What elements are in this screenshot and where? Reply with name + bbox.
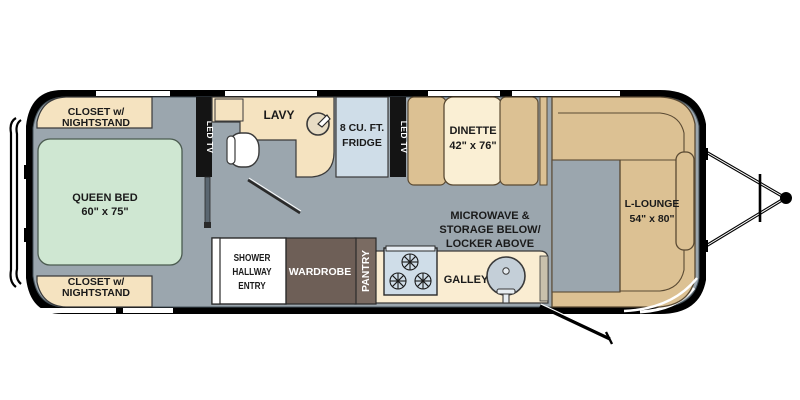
led-tv-front-label: LED TV [399, 121, 409, 154]
l-lounge-label-line1: L-LOUNGE [625, 198, 680, 210]
window-bed-bottom-2 [123, 308, 173, 313]
microwave-label-line2: STORAGE BELOW/ [439, 224, 540, 236]
queen-bed[interactable] [37, 138, 183, 266]
lavy-cabinet[interactable] [214, 98, 244, 122]
galley-group[interactable]: GALLEY [371, 245, 549, 304]
cooktop-burners [389, 253, 432, 290]
hitch-coupler-icon [780, 192, 792, 204]
galley-sink-drain-icon [502, 267, 510, 275]
rear-bumper-inner [15, 119, 22, 285]
microwave-label-line1: MICROWAVE & [450, 210, 529, 222]
window-lavy-top [225, 91, 317, 96]
entry-door-swing-group [539, 303, 614, 345]
l-lounge-group[interactable]: L-LOUNGE 54" x 80" [551, 96, 696, 308]
rear-hinge-top [24, 165, 29, 179]
shower-label-line3: ENTRY [238, 280, 265, 291]
entry-door-swing-icon [539, 304, 611, 341]
bath-door-swing-highlight [248, 177, 302, 212]
microwave-label-group: MICROWAVE & STORAGE BELOW/ LOCKER ABOVE [439, 210, 540, 250]
window-dinette-top [428, 91, 500, 96]
roadside-windows [96, 91, 620, 96]
galley-label: GALLEY [444, 274, 489, 286]
closet-nightstand-bottom[interactable] [36, 275, 153, 308]
bathroom-zone: LAVY [211, 96, 335, 215]
wardrobe-label: WARDROBE [289, 266, 351, 278]
lavy-sink-faucet-icon [317, 114, 331, 128]
window-rear-top [96, 91, 170, 96]
hitch-mount-bottom [702, 240, 708, 252]
l-lounge-floor-notch [551, 159, 621, 293]
queen-bed-label-line2: 60" x 75" [81, 206, 128, 218]
microwave-label-line3: LOCKER ABOVE [446, 238, 534, 250]
dinette-label-line2: 42" x 76" [449, 140, 496, 152]
galley-faucet-spout-icon [496, 288, 516, 295]
front-window-panel [675, 151, 695, 251]
shower-hallway-entry[interactable] [211, 237, 287, 305]
shower-hallway-group[interactable]: SHOWER HALLWAY ENTRY [211, 237, 287, 305]
lavy-label: LAVY [263, 108, 294, 122]
dinette-bench-right[interactable] [499, 96, 539, 186]
led-tv-rear-group[interactable]: LED TV [196, 97, 215, 228]
led-tv-front[interactable] [390, 97, 406, 177]
bedroom-zone: CLOSET w/ NIGHTSTAND CLOSET w/ NIGHTSTAN… [36, 96, 183, 308]
cooktop-backsplash [385, 245, 436, 252]
rear-bumper-assembly [9, 117, 29, 288]
l-lounge-label-line2: 54" x 80" [630, 213, 675, 225]
dinette-label-line1: DINETTE [449, 125, 496, 137]
shower-door-panel[interactable] [211, 237, 221, 305]
hitch-arm-upper-hl [705, 151, 783, 197]
front-trim [623, 277, 698, 313]
shower-label-line1: SHOWER [234, 252, 271, 263]
pantry-group[interactable]: PANTRY [354, 237, 377, 305]
pantry-label: PANTRY [360, 250, 372, 292]
entry-door-swing-highlight [540, 303, 612, 338]
rear-bumper-outer [9, 117, 17, 288]
closet-top-label-line2: NIGHTSTAND [62, 117, 130, 129]
fridge-unit[interactable] [335, 96, 389, 178]
front-trim-curve [623, 277, 698, 313]
led-tv-rear-label: LED TV [205, 121, 215, 154]
fridge-group[interactable]: 8 CU. FT. FRIDGE [335, 96, 389, 178]
entry-door-swing-end [604, 331, 614, 345]
dinette-group[interactable]: DINETTE 42" x 76" [407, 96, 548, 186]
fridge-label-line2: FRIDGE [342, 137, 382, 149]
shower-label-line2: HALLWAY [232, 266, 271, 277]
led-tv-rear[interactable] [196, 97, 212, 177]
closet-top-label-line1: CLOSET w/ [68, 106, 125, 118]
closet-bottom-label-line2: NIGHTSTAND [62, 287, 130, 299]
bath-door-swing-icon [247, 178, 301, 215]
queen-bed-label-line1: QUEEN BED [72, 192, 137, 204]
bath-partition-wall-rear [204, 176, 211, 224]
closet-bottom-label-line1: CLOSET w/ [68, 276, 125, 288]
closet-nightstand-top[interactable] [36, 96, 153, 129]
galley-counter-edge [539, 255, 549, 302]
rear-hinge-bottom [24, 228, 29, 242]
toilet-tank-icon [226, 135, 236, 165]
dinette-bench-left[interactable] [407, 96, 447, 186]
window-lounge-top [512, 91, 620, 96]
hitch-group [702, 148, 792, 252]
led-tv-front-group[interactable]: LED TV [390, 97, 409, 177]
bath-wall-cap [204, 222, 211, 228]
window-bed-bottom [36, 308, 116, 313]
wardrobe-group[interactable]: WARDROBE [284, 237, 357, 305]
dinette-divider [539, 96, 548, 186]
hitch-arm-lower-hl [705, 199, 783, 247]
wardrobe-unit[interactable] [284, 237, 357, 305]
fridge-label-line1: 8 CU. FT. [340, 122, 384, 134]
hitch-mount-top [702, 148, 708, 160]
